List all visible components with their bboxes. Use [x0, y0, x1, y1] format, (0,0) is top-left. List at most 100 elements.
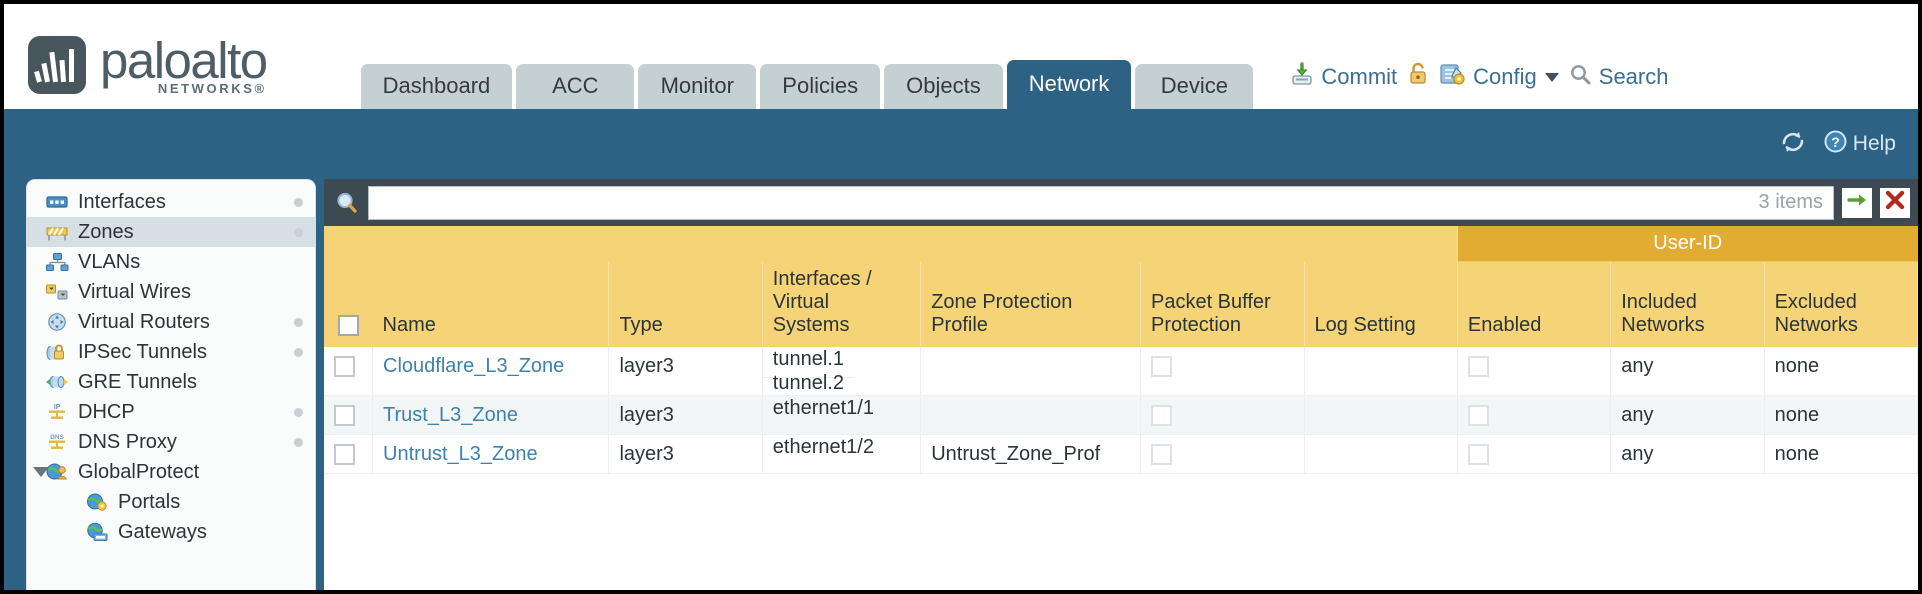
sidebar-item-portals[interactable]: Portals: [27, 487, 315, 517]
sidebar-item-label: Zones: [78, 220, 134, 243]
select-all-header: [324, 261, 373, 348]
brand-subtitle: NETWORKS®: [157, 81, 267, 96]
column-header-zone-protection-profile[interactable]: Zone Protection Profile: [920, 261, 1141, 348]
window-bottom-edge: [4, 590, 1918, 594]
table-row[interactable]: Cloudflare_L3_Zone layer3 tunnel.1 tunne…: [324, 341, 1918, 397]
cell-userid-enabled: [1457, 347, 1612, 397]
column-header-packet-buffer-protection[interactable]: Packet Buffer Protection: [1140, 261, 1305, 348]
cell-type: layer3: [608, 395, 763, 436]
sidebar-item-globalprotect[interactable]: GlobalProtect: [27, 457, 315, 487]
cell-zone-protection-profile: [920, 347, 1141, 397]
select-all-checkbox[interactable]: [338, 315, 359, 337]
config-wrench-icon: [1439, 61, 1467, 93]
search-input-wrapper[interactable]: 3 items: [368, 185, 1834, 220]
sidebar-item-gre-tunnels[interactable]: GRE Tunnels: [27, 367, 315, 397]
userid-enabled-checkbox[interactable]: [1467, 405, 1489, 427]
packet-buffer-protection-checkbox[interactable]: [1150, 444, 1172, 466]
search-input[interactable]: [379, 191, 1749, 214]
sidebar-item-virtual-routers[interactable]: Virtual Routers: [27, 307, 315, 337]
sidebar-item-virtual-wires[interactable]: Virtual Wires: [27, 277, 315, 307]
column-header-included-networks[interactable]: Included Networks: [1610, 261, 1765, 348]
sidebar-item-label: GRE Tunnels: [78, 370, 197, 393]
sidebar-item-label: GlobalProtect: [78, 460, 200, 483]
sidebar-item-dhcp[interactable]: IP DHCP: [27, 397, 315, 427]
column-header-enabled[interactable]: Enabled: [1457, 261, 1612, 348]
zones-icon: [45, 222, 69, 242]
search-magnifier-icon[interactable]: [334, 190, 360, 216]
row-select-cell: [324, 395, 374, 436]
status-dot: [294, 228, 303, 237]
userid-enabled-checkbox[interactable]: [1467, 444, 1489, 466]
row-checkbox[interactable]: [334, 356, 355, 378]
config-menu[interactable]: Config: [1439, 61, 1559, 93]
help-label: Help: [1852, 132, 1896, 155]
sidebar-item-ipsec-tunnels[interactable]: IPSec Tunnels: [27, 337, 315, 367]
sidebar-item-dns-proxy[interactable]: DNS DNS Proxy: [27, 427, 315, 457]
tab-dashboard[interactable]: Dashboard: [360, 63, 513, 109]
context-toolbar: ? Help: [4, 109, 1918, 179]
apply-filter-button[interactable]: [1842, 187, 1872, 218]
cell-excluded-networks: none: [1764, 347, 1918, 397]
cell-interfaces: ethernet1/2: [762, 434, 922, 475]
sidebar-item-vlans[interactable]: VLANs: [27, 247, 315, 277]
cell-interfaces: ethernet1/1: [762, 395, 922, 436]
cell-log-setting: [1304, 395, 1458, 436]
cell-excluded-networks: none: [1764, 434, 1918, 475]
header-utilities: Commit: [1289, 61, 1668, 93]
network-sidebar: Interfaces Zones: [26, 179, 316, 590]
tab-network[interactable]: Network: [1006, 59, 1132, 109]
zones-table-wrapper: User-ID Name Type Interfaces / Virtual S…: [324, 226, 1918, 590]
ipsec-tunnels-icon: [45, 342, 69, 362]
svg-text:?: ?: [1831, 134, 1840, 150]
gateways-icon: [85, 522, 109, 542]
zone-name-link[interactable]: Cloudflare_L3_Zone: [383, 355, 565, 378]
items-count-label: 3 items: [1758, 191, 1823, 213]
cell-type: layer3: [608, 434, 763, 475]
search-button[interactable]: Search: [1568, 62, 1669, 93]
zone-name-link[interactable]: Untrust_L3_Zone: [383, 443, 538, 466]
sidebar-item-label: DHCP: [78, 400, 135, 423]
clear-filter-button[interactable]: [1880, 187, 1910, 218]
row-checkbox[interactable]: [334, 444, 355, 466]
help-button[interactable]: ? Help: [1823, 129, 1896, 160]
column-header-name[interactable]: Name: [372, 261, 610, 348]
status-dot: [294, 438, 303, 447]
row-checkbox[interactable]: [334, 405, 355, 427]
column-header-excluded-networks[interactable]: Excluded Networks: [1764, 261, 1918, 348]
packet-buffer-protection-checkbox[interactable]: [1150, 405, 1172, 427]
tab-monitor[interactable]: Monitor: [638, 63, 757, 109]
column-header-type[interactable]: Type: [608, 261, 763, 348]
sidebar-item-label: Virtual Routers: [78, 310, 210, 333]
cell-packet-buffer-protection: [1140, 395, 1305, 436]
tab-device[interactable]: Device: [1135, 63, 1254, 109]
svg-text:DNS: DNS: [50, 434, 64, 441]
search-label: Search: [1598, 64, 1669, 89]
tab-acc[interactable]: ACC: [516, 63, 635, 109]
sidebar-item-gateways[interactable]: Gateways: [27, 517, 315, 547]
padlock-icon: [1406, 61, 1430, 93]
sidebar-item-interfaces[interactable]: Interfaces: [27, 187, 315, 217]
zones-filter-bar: 3 items: [324, 179, 1918, 226]
table-row[interactable]: Untrust_L3_Zone layer3 ethernet1/2 Untru…: [324, 434, 1918, 475]
sidebar-item-zones[interactable]: Zones: [27, 217, 315, 247]
tab-objects[interactable]: Objects: [884, 63, 1003, 109]
cell-packet-buffer-protection: [1140, 434, 1305, 475]
column-header-interfaces[interactable]: Interfaces / Virtual Systems: [762, 261, 922, 348]
cell-zone-protection-profile: [920, 395, 1141, 436]
lock-button[interactable]: [1406, 61, 1430, 93]
commit-button[interactable]: Commit: [1289, 61, 1397, 93]
status-dot: [294, 408, 303, 417]
commit-save-icon: [1289, 61, 1315, 93]
zone-name-link[interactable]: Trust_L3_Zone: [383, 404, 518, 427]
chevron-down-icon[interactable]: [1544, 72, 1559, 82]
collapse-triangle-icon[interactable]: [33, 467, 49, 477]
packet-buffer-protection-checkbox[interactable]: [1150, 356, 1172, 378]
cell-name: Trust_L3_Zone: [372, 395, 610, 436]
table-row[interactable]: Trust_L3_Zone layer3 ethernet1/1: [324, 395, 1918, 436]
commit-label: Commit: [1321, 64, 1398, 89]
tab-policies[interactable]: Policies: [760, 63, 881, 109]
cell-zone-protection-profile: Untrust_Zone_Prof: [920, 434, 1141, 475]
refresh-icon[interactable]: [1779, 129, 1807, 160]
userid-enabled-checkbox[interactable]: [1467, 356, 1489, 378]
column-header-log-setting[interactable]: Log Setting: [1304, 261, 1458, 348]
